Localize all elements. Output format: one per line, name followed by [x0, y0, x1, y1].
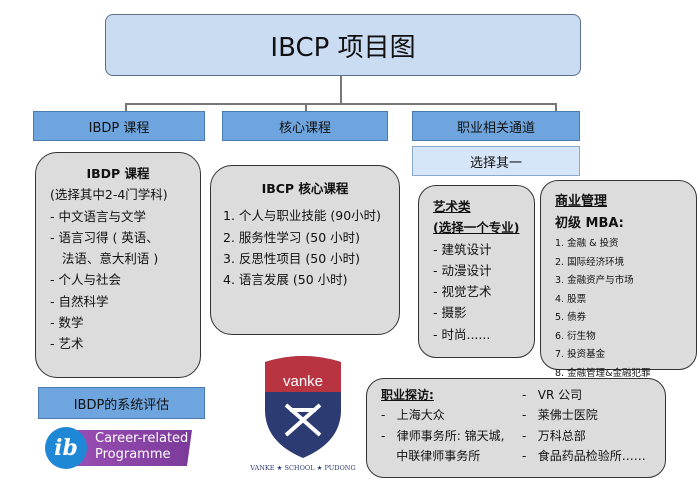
list-item: - 自然科学 [50, 293, 109, 309]
ibdp-title: IBDP 课程 [86, 166, 150, 181]
list-item: 4. 股票 [555, 293, 587, 305]
ibdp-subtitle: (选择其中2-4门学科) [50, 187, 168, 203]
list-item: - 建筑设计 [433, 241, 492, 257]
header-career: 职业相关通道 [412, 111, 580, 141]
list-item: - 莱佛士医院 [522, 408, 598, 423]
list-item: - 动漫设计 [433, 262, 492, 278]
list-item: - 万科总部 [522, 428, 586, 443]
arts-title: 艺术类 [433, 199, 471, 214]
vanke-school-shield-icon: vanke VANKE ★ SCHOOL ★ PUDONG [250, 356, 356, 472]
list-item: - 食品药品检验所…… [522, 449, 646, 464]
arts-subtitle: (选择一个专业) [433, 220, 520, 236]
list-item: 3. 反思性项目 (50 小时) [223, 250, 361, 266]
connector [340, 76, 342, 103]
list-item: - 视觉艺术 [433, 284, 492, 299]
list-item: - 个人与社会 [50, 272, 121, 288]
core-title: IBCP 核心课程 [261, 181, 349, 196]
list-item: - 语言习得 ( 英语、 [50, 229, 159, 245]
list-item: - 上海大众 [381, 408, 445, 423]
list-item: 5. 债券 [555, 312, 587, 324]
business-box: 商业管理 初级 MBA: 1. 金融 & 投资 2. 国际经济环境 3. 金融资… [540, 180, 697, 379]
business-title: 商业管理 [555, 194, 608, 209]
connector [125, 103, 127, 111]
svg-text:vanke: vanke [283, 373, 323, 390]
business-subtitle: 初级 MBA: [555, 216, 624, 232]
header-ibdp: IBDP 课程 [33, 111, 205, 141]
list-item: 2. 国际经济环境 [555, 256, 625, 268]
ibdp-assessment: IBDP的系统评估 [38, 387, 205, 419]
list-item: - 摄影 [433, 305, 467, 321]
list-item: 8. 金融管理&金融犯罪 [555, 367, 651, 379]
career-visits-box: 职业探访: - 上海大众 - 律师事务所: 锦天城, 中联律师事务所 - VR … [366, 378, 666, 478]
ib-logo-line1: Career-related [95, 431, 189, 446]
core-box: IBCP 核心课程 1. 个人与职业技能 (90小时) 2. 服务性学习 (50… [210, 165, 400, 335]
svg-text:VANKE ★ SCHOOL ★ PUDONG: VANKE ★ SCHOOL ★ PUDONG [250, 464, 356, 472]
header-core: 核心课程 [222, 111, 388, 141]
list-item: 法语、意大利语 ) [50, 251, 159, 266]
list-item: - VR 公司 [522, 388, 583, 402]
connector [305, 103, 307, 111]
choose-one: 选择其一 [412, 146, 580, 176]
ib-career-logo: ib Career-related Programme [45, 427, 195, 469]
list-item: - 中文语言与文学 [50, 208, 146, 224]
list-item: 中联律师事务所 [381, 449, 481, 464]
list-item: 1. 金融 & 投资 [555, 238, 619, 250]
list-item: - 律师事务所: 锦天城, [381, 428, 505, 443]
list-item: - 艺术 [50, 336, 84, 351]
list-item: 6. 衍生物 [555, 330, 596, 342]
list-item: 2. 服务性学习 (50 小时) [223, 229, 361, 245]
list-item: - 时尚...... [433, 326, 491, 342]
list-item: 3. 金融资产与市场 [555, 275, 634, 287]
ibdp-box: IBDP 课程 (选择其中2-4门学科) - 中文语言与文学 - 语言习得 ( … [35, 152, 201, 378]
list-item: 7. 投资基金 [555, 349, 606, 361]
list-item: 4. 语言发展 (50 小时) [223, 272, 348, 287]
list-item: - 数学 [50, 314, 84, 330]
list-item: 1. 个人与职业技能 (90小时) [223, 208, 382, 224]
connector [125, 103, 555, 105]
visits-title: 职业探访: [381, 388, 434, 402]
connector [555, 103, 557, 111]
ib-logo-icon: ib [45, 427, 87, 469]
ib-logo-line2: Programme [95, 447, 171, 462]
arts-box: 艺术类 (选择一个专业) - 建筑设计 - 动漫设计 - 视觉艺术 - 摄影 -… [418, 185, 535, 358]
page-title: IBCP 项目图 [105, 14, 581, 76]
